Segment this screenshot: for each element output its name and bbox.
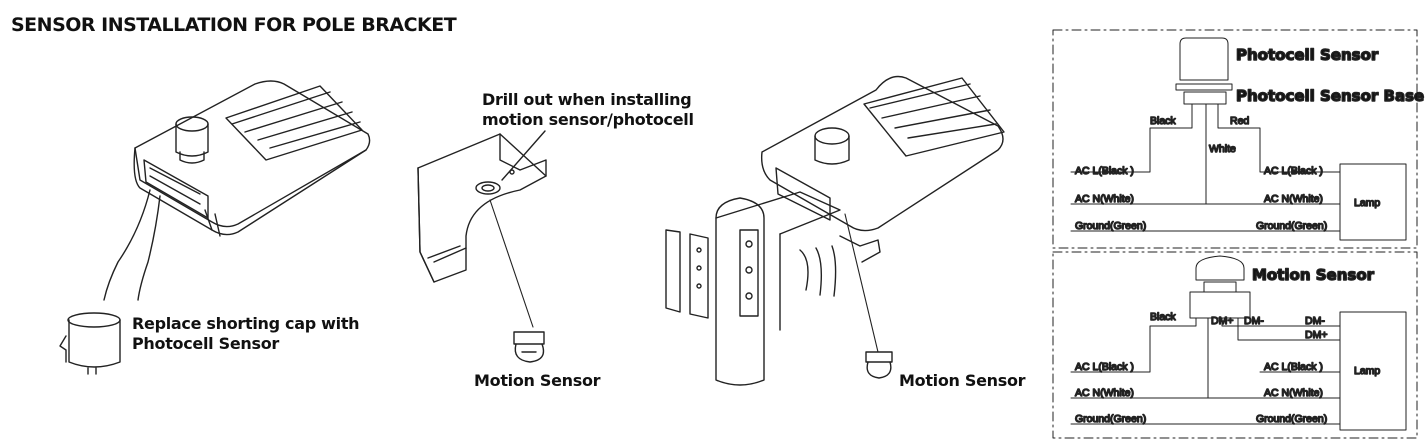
dm-minus-right-label: DM-: [1305, 315, 1325, 327]
wiring-diagram-photocell: [1052, 29, 1418, 249]
drill-callout-line1: Drill out when installing: [482, 90, 692, 109]
motion-sensor-wiring-label: Motion Sensor: [1252, 266, 1375, 284]
photocell-caption-line1: Replace shorting cap with: [132, 314, 360, 333]
photocell-caption: Replace shorting cap with Photocell Sens…: [132, 314, 360, 354]
lamp-label: Lamp: [1354, 197, 1380, 209]
photocell-caption-line2: Photocell Sensor: [132, 334, 279, 353]
ground-right-label: Ground(Green): [1256, 220, 1327, 232]
wire-black-label: Black: [1150, 115, 1176, 127]
motion-black-label: Black: [1150, 311, 1176, 323]
motion-acl-right-label: AC L(Black ): [1264, 361, 1323, 373]
motion-sensor-illustration-2: [865, 351, 893, 379]
motion-acn-right-label: AC N(White): [1264, 387, 1323, 399]
motion-acn-left-label: AC N(White): [1075, 387, 1134, 399]
drill-callout: Drill out when installing motion sensor/…: [482, 90, 694, 130]
dm-plus-label: DM+: [1211, 315, 1233, 327]
acn-left-label: AC N(White): [1075, 193, 1134, 205]
motion-acl-left-label: AC L(Black ): [1075, 361, 1134, 373]
photocell-sensor-illustration: [59, 312, 121, 375]
motion-ground-right-label: Ground(Green): [1256, 413, 1327, 425]
photocell-sensor-label: Photocell Sensor: [1236, 46, 1379, 64]
dm-plus-right-label: DM+: [1305, 329, 1327, 341]
motion-sensor-caption-2: Motion Sensor: [899, 371, 1026, 390]
luminaire-with-photocell-illustration: [103, 80, 371, 301]
motion-sensor-caption: Motion Sensor: [474, 371, 601, 390]
motion-sensor-illustration: [513, 331, 545, 363]
acl-right-label: AC L(Black ): [1264, 165, 1323, 177]
wiring-diagram-motion: [1052, 251, 1418, 439]
dm-minus-label: DM-: [1244, 315, 1264, 327]
wire-white-label: White: [1209, 143, 1236, 155]
motion-lamp-label: Lamp: [1354, 365, 1380, 377]
pole-mount-luminaire-illustration: [665, 75, 1005, 386]
pole-bracket-illustration: [417, 130, 547, 328]
drill-callout-line2: motion sensor/photocell: [482, 110, 694, 129]
acn-right-label: AC N(White): [1264, 193, 1323, 205]
acl-left-label: AC L(Black ): [1075, 165, 1134, 177]
ground-left-label: Ground(Green): [1075, 220, 1146, 232]
motion-ground-left-label: Ground(Green): [1075, 413, 1146, 425]
wire-red-label: Red: [1230, 115, 1249, 127]
page-title: SENSOR INSTALLATION FOR POLE BRACKET: [11, 14, 457, 36]
photocell-base-label: Photocell Sensor Base: [1236, 87, 1424, 105]
